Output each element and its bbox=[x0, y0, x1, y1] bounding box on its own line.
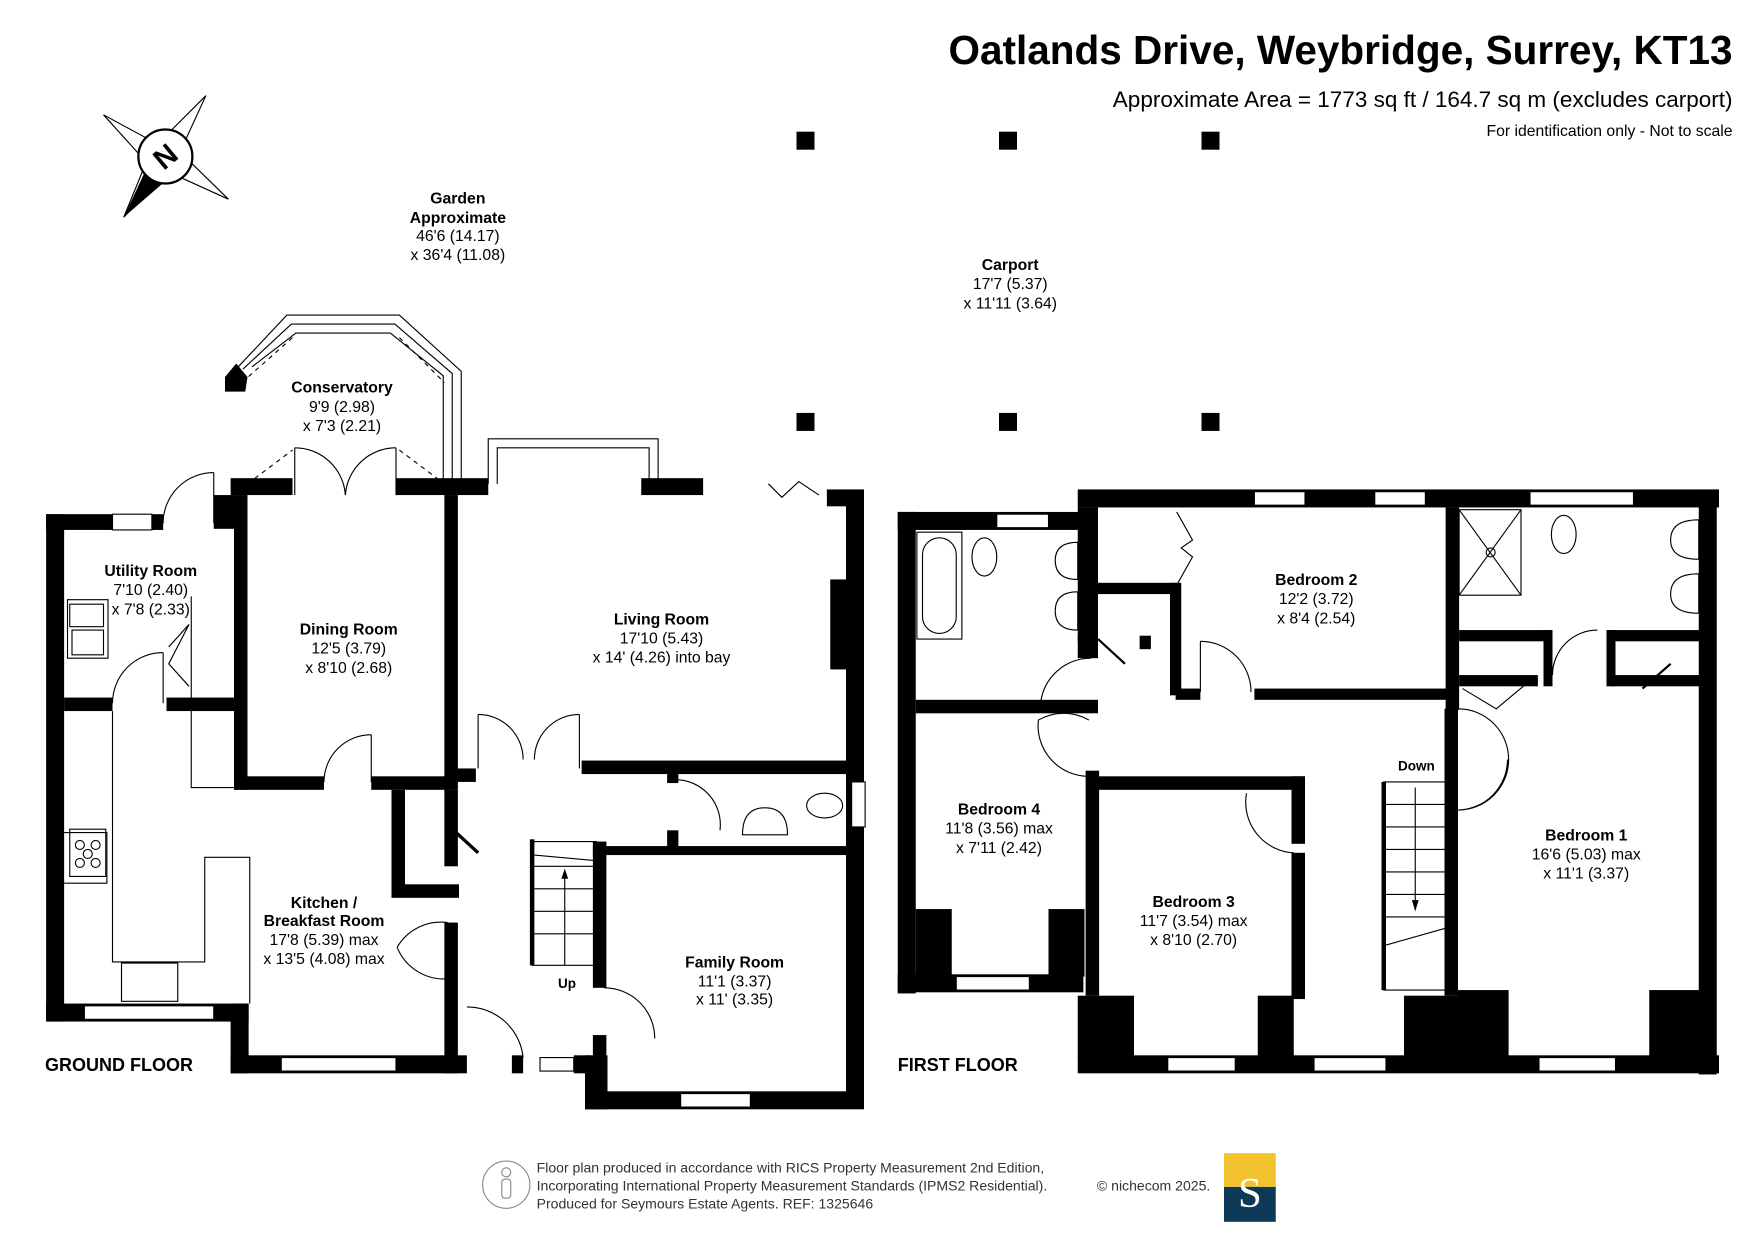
room-bedroom-4: Bedroom 4 11'8 (3.56) max x 7'11 (2.42) bbox=[945, 802, 1053, 857]
room-dimension: x 11'1 (3.37) bbox=[1543, 866, 1629, 883]
garden-name: Garden bbox=[430, 191, 485, 208]
draining-board-icon bbox=[71, 629, 105, 656]
footer: Floor plan produced in accordance with R… bbox=[482, 1153, 1276, 1222]
room-dimension: 9'9 (2.98) bbox=[309, 399, 375, 416]
room-dimension: 12'2 (3.72) bbox=[1279, 591, 1354, 608]
stairs-up-label: Up bbox=[558, 976, 576, 991]
carport: Carport 17'7 (5.37) x 11'11 (3.64) bbox=[796, 131, 1220, 431]
first-floor-walls: Down FIRST FLOOR bbox=[897, 489, 1719, 1075]
room-dimension: x 8'10 (2.68) bbox=[305, 660, 392, 677]
room-name: Family Room bbox=[685, 955, 784, 972]
room-dimension: 12'5 (3.79) bbox=[311, 641, 386, 658]
ground-floor-walls: Up GROUND FLOOR bbox=[45, 314, 866, 1110]
logo-letter: S bbox=[1238, 1170, 1262, 1217]
garden-dim2: x 36'4 (11.08) bbox=[411, 247, 506, 264]
disclaimer: For identification only - Not to scale bbox=[1487, 123, 1733, 140]
room-dimension: x 8'4 (2.54) bbox=[1277, 610, 1355, 627]
garden-approx: Approximate bbox=[410, 210, 507, 227]
room-conservatory: Conservatory 9'9 (2.98) x 7'3 (2.21) bbox=[291, 380, 393, 435]
room-bedroom-2: Bedroom 2 12'2 (3.72) x 8'4 (2.54) bbox=[1275, 572, 1358, 627]
room-bedroom-3: Bedroom 3 11'7 (3.54) max x 8'10 (2.70) bbox=[1140, 894, 1248, 949]
page-title: Oatlands Drive, Weybridge, Surrey, KT13 bbox=[948, 27, 1732, 73]
room-utility: Utility Room 7'10 (2.40) x 7'8 (2.33) bbox=[104, 563, 197, 618]
room-dimension: x 13'5 (4.08) max bbox=[263, 951, 384, 968]
person-icon bbox=[482, 1160, 531, 1209]
room-name: Bedroom 3 bbox=[1152, 894, 1235, 911]
room-dimension: x 14' (4.26) into bay bbox=[593, 650, 731, 667]
room-dimension: x 7'8 (2.33) bbox=[112, 601, 190, 618]
carport-dim1: 17'7 (5.37) bbox=[973, 276, 1048, 293]
room-dimension: 11'1 (3.37) bbox=[698, 974, 772, 991]
room-dimension: 17'8 (5.39) max bbox=[270, 932, 379, 949]
room-name: Utility Room bbox=[104, 563, 197, 580]
room-living: Living Room 17'10 (5.43) x 14' (4.26) in… bbox=[593, 611, 731, 666]
room-dimension: 11'8 (3.56) max bbox=[945, 821, 1053, 838]
room-dimension: x 8'10 (2.70) bbox=[1150, 932, 1237, 949]
compass-icon: N bbox=[103, 95, 229, 218]
garden-dim1: 46'6 (14.17) bbox=[416, 228, 500, 245]
room-name: Bedroom 4 bbox=[958, 802, 1041, 819]
room-dimension: x 7'3 (2.21) bbox=[303, 418, 381, 435]
room-dimension: x 7'11 (2.42) bbox=[956, 840, 1042, 857]
first-floor-label: FIRST FLOOR bbox=[898, 1055, 1018, 1075]
room-name: Kitchen / bbox=[291, 895, 358, 912]
room-bedroom-1: Bedroom 1 16'6 (5.03) max x 11'1 (3.37) bbox=[1532, 827, 1641, 882]
room-dimension: x 11' (3.35) bbox=[696, 992, 773, 1009]
stairs-down-label: Down bbox=[1398, 759, 1435, 774]
room-dimension: 17'10 (5.43) bbox=[620, 631, 704, 648]
seymours-logo: S bbox=[1224, 1153, 1276, 1222]
room-name: Bedroom 2 bbox=[1275, 572, 1358, 589]
room-name: Breakfast Room bbox=[264, 913, 385, 930]
approximate-area: Approximate Area = 1773 sq ft / 164.7 sq… bbox=[1113, 87, 1733, 112]
room-kitchen: Kitchen / Breakfast Room 17'8 (5.39) max… bbox=[263, 895, 384, 968]
room-dimension: 7'10 (2.40) bbox=[113, 582, 188, 599]
garden-label: Garden Approximate 46'6 (14.17) x 36'4 (… bbox=[410, 191, 507, 264]
room-family: Family Room 11'1 (3.37) x 11' (3.35) bbox=[685, 955, 784, 1009]
room-name: Conservatory bbox=[291, 380, 393, 397]
carport-name: Carport bbox=[982, 257, 1040, 274]
footer-line-3: Produced for Seymours Estate Agents. REF… bbox=[537, 1195, 874, 1211]
room-name: Living Room bbox=[614, 611, 709, 628]
room-name: Dining Room bbox=[300, 622, 398, 639]
room-dimension: 16'6 (5.03) max bbox=[1532, 847, 1641, 864]
footer-line-1: Floor plan produced in accordance with R… bbox=[537, 1159, 1045, 1175]
footer-copyright: © nichecom 2025. bbox=[1097, 1177, 1210, 1193]
room-name: Bedroom 1 bbox=[1545, 827, 1628, 844]
ground-floor-label: GROUND FLOOR bbox=[45, 1055, 193, 1075]
carport-dim2: x 11'11 (3.64) bbox=[964, 295, 1057, 312]
room-dimension: 11'7 (3.54) max bbox=[1140, 913, 1248, 930]
footer-line-2: Incorporating International Property Mea… bbox=[537, 1177, 1048, 1193]
room-dining: Dining Room 12'5 (3.79) x 8'10 (2.68) bbox=[300, 622, 398, 677]
